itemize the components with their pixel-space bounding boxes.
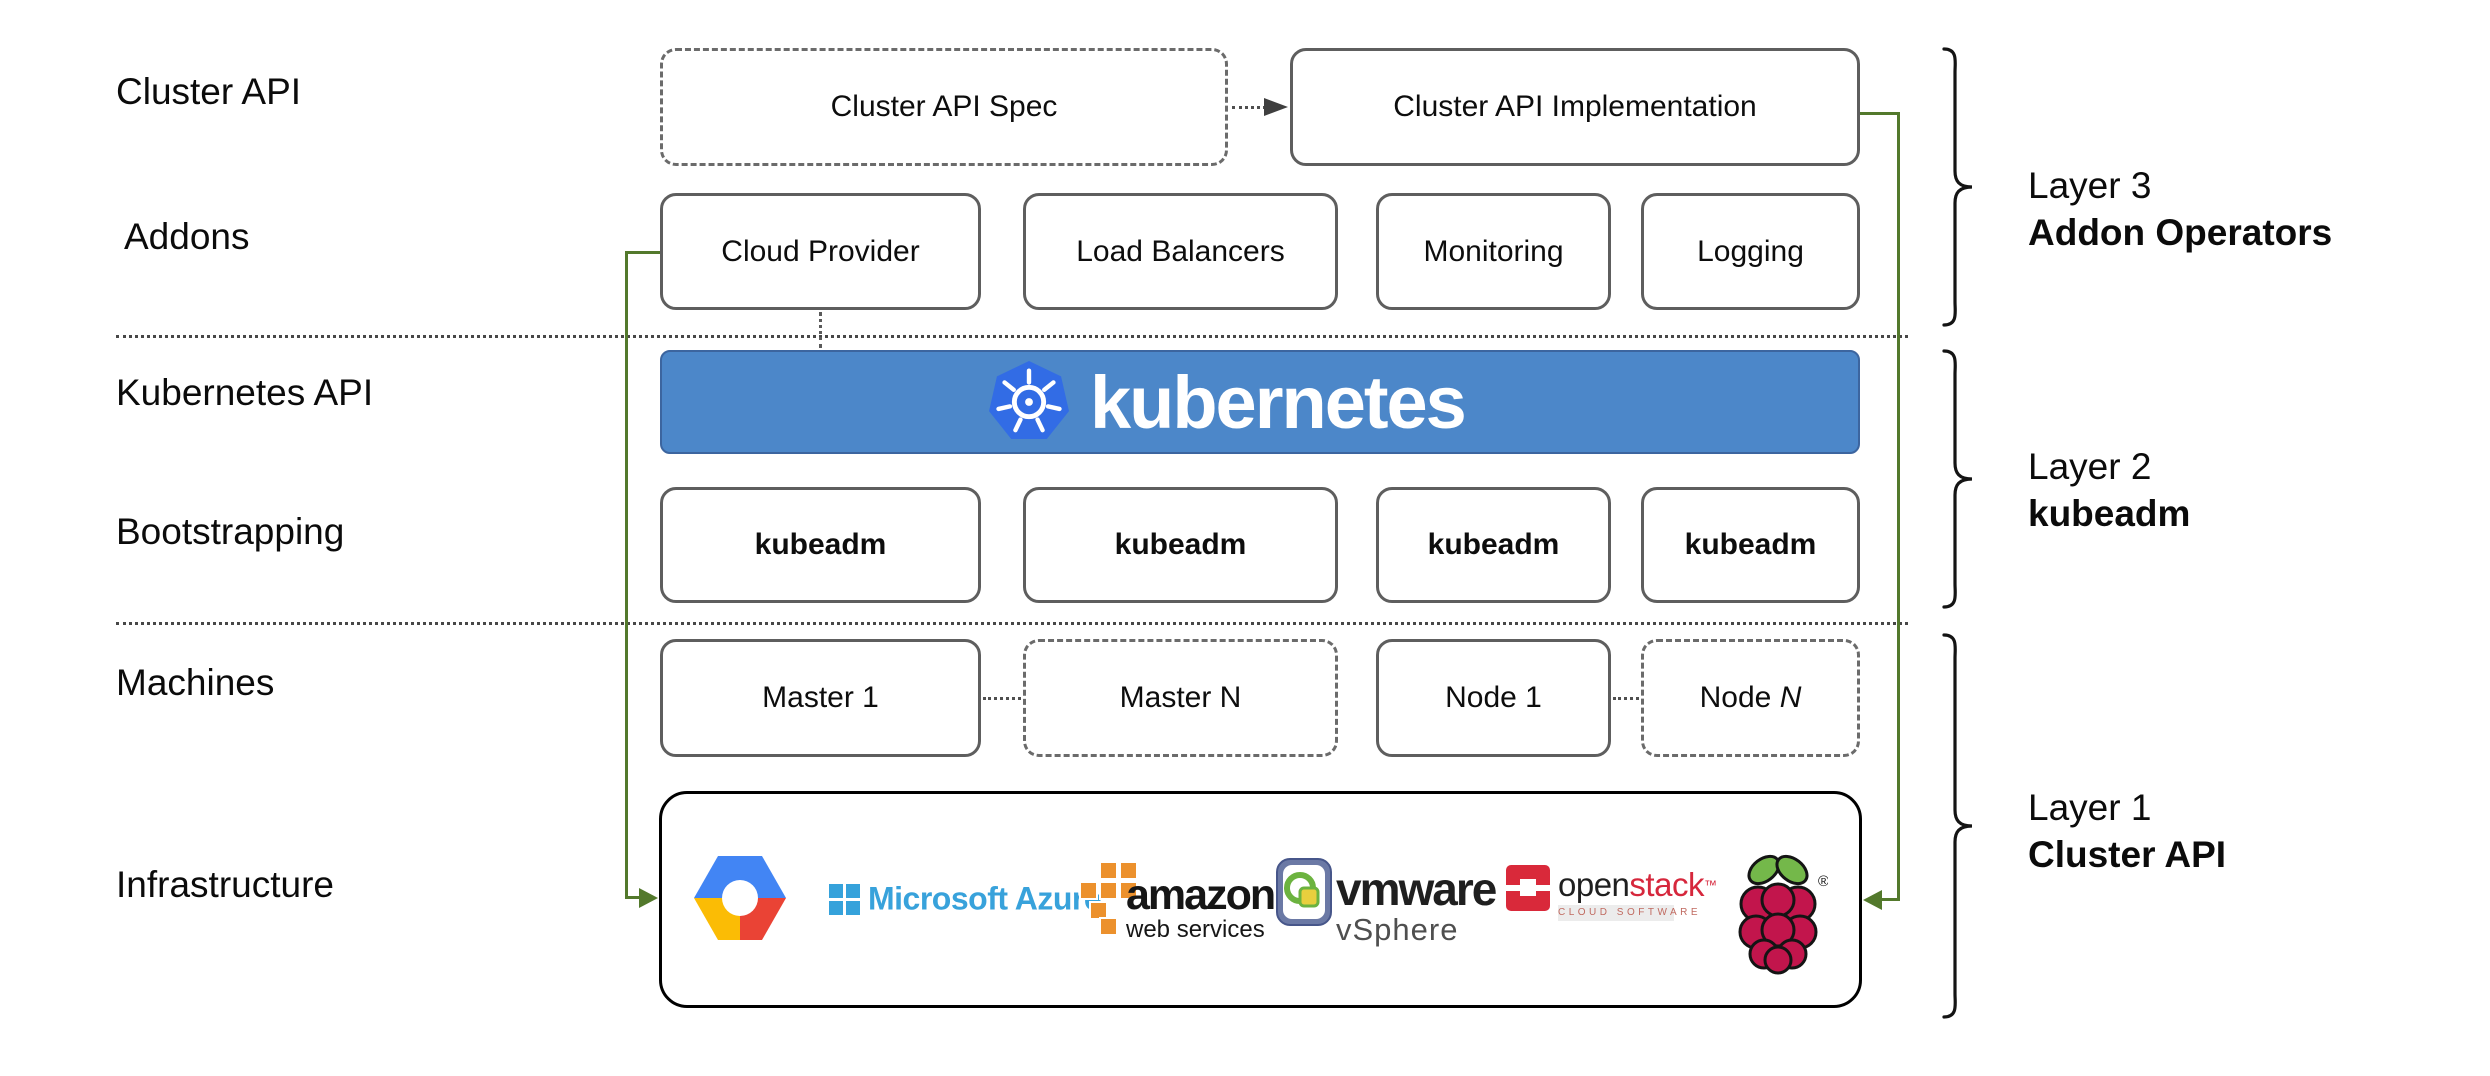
- layer-3-title: Layer 3: [2028, 165, 2152, 206]
- raspberry-registered-mark: ®: [1818, 873, 1828, 890]
- layer-3-brace: [1942, 47, 1973, 327]
- cluster-api-spec-box: Cluster API Spec: [660, 48, 1228, 166]
- openstack-stack-label: stack: [1629, 866, 1704, 903]
- web-services-label: web services: [1126, 916, 1265, 943]
- divider-layer2-layer1: [116, 622, 1908, 625]
- row-label-infrastructure: Infrastructure: [116, 864, 334, 905]
- kubeadm-box-1: kubeadm: [660, 487, 981, 603]
- vmware-vsphere-label: vmware vSphere: [1336, 863, 1497, 947]
- master-1-label: Master 1: [762, 681, 879, 714]
- vmware-vsphere-logo: [1276, 858, 1332, 926]
- kubeadm-label: kubeadm: [754, 528, 887, 561]
- cloud-provider-to-kubernetes-dotted-line: [819, 312, 822, 348]
- monitoring-label: Monitoring: [1423, 234, 1564, 268]
- master-n-label: Master N: [1119, 681, 1242, 714]
- row-label-cluster-api: Cluster API: [116, 71, 302, 112]
- raspberry-pi-logo: ®: [1738, 854, 1828, 975]
- kubeadm-label: kubeadm: [1684, 528, 1817, 561]
- layer-1-subtitle: Cluster API: [2028, 834, 2227, 875]
- vsphere-label: vSphere: [1336, 912, 1459, 947]
- layer-1-label: Layer 1 Cluster API: [2028, 784, 2226, 878]
- layer-1-brace: [1942, 633, 1973, 1019]
- cluster-api-implementation-label: Cluster API Implementation: [1393, 90, 1757, 123]
- node-n-label-suffix: N: [1779, 681, 1802, 714]
- green-line-left-top: [625, 251, 660, 254]
- node-1-label: Node 1: [1445, 681, 1542, 714]
- master-n-box: Master N: [1023, 639, 1338, 757]
- logging-label: Logging: [1697, 234, 1804, 268]
- row-label-bootstrapping: Bootstrapping: [116, 511, 345, 552]
- kubeadm-label: kubeadm: [1114, 528, 1247, 561]
- row-label-addons: Addons: [124, 216, 250, 257]
- load-balancers-box: Load Balancers: [1023, 193, 1338, 310]
- green-line-left-vertical: [625, 251, 628, 898]
- load-balancers-label: Load Balancers: [1076, 234, 1285, 268]
- layer-2-label: Layer 2 kubeadm: [2028, 443, 2190, 537]
- layer-2-subtitle: kubeadm: [2028, 493, 2191, 534]
- master1-to-masterN-dotted-line: [983, 697, 1021, 700]
- kubeadm-box-2: kubeadm: [1023, 487, 1338, 603]
- green-line-left-bottom: [625, 896, 643, 899]
- layer-2-brace: [1942, 349, 1973, 609]
- node-n-label-prefix: Node: [1699, 681, 1780, 714]
- layer-3-label: Layer 3 Addon Operators: [2028, 162, 2332, 256]
- openstack-cloud-software-label: CLOUD SOFTWARE: [1558, 905, 1698, 921]
- green-line-right-bottom: [1880, 898, 1900, 901]
- monitoring-box: Monitoring: [1376, 193, 1611, 310]
- cloud-provider-box: Cloud Provider: [660, 193, 981, 310]
- amazon-wordmark: amazon: [1126, 871, 1276, 919]
- row-label-machines: Machines: [116, 662, 275, 703]
- node-1-box: Node 1: [1376, 639, 1611, 757]
- amazon-web-services-logo: [1079, 862, 1138, 936]
- green-line-right-vertical: [1897, 112, 1900, 900]
- kubeadm-box-3: kubeadm: [1376, 487, 1611, 603]
- openstack-tm-mark: ™: [1703, 877, 1717, 893]
- layer-3-subtitle: Addon Operators: [2028, 212, 2333, 253]
- divider-layer3-layer2: [116, 335, 1908, 338]
- cluster-api-spec-label: Cluster API Spec: [830, 90, 1058, 123]
- node1-to-nodeN-dotted-line: [1613, 697, 1639, 700]
- openstack-open-label: open: [1558, 866, 1630, 903]
- kubeadm-box-4: kubeadm: [1641, 487, 1860, 603]
- openstack-label: openstack™ CLOUD SOFTWARE: [1558, 868, 1717, 921]
- kubeadm-label: kubeadm: [1427, 528, 1560, 561]
- kubernetes-banner: [660, 350, 1860, 454]
- amazon-web-services-label: amazon web services: [1126, 871, 1276, 943]
- vmware-wordmark: vmware: [1336, 863, 1497, 915]
- layer-2-title: Layer 2: [2028, 446, 2152, 487]
- master-1-box: Master 1: [660, 639, 981, 757]
- green-arrow-into-infrastructure-right-icon: [1863, 890, 1882, 910]
- node-n-box: Node N: [1641, 639, 1860, 757]
- logging-box: Logging: [1641, 193, 1860, 310]
- infrastructure-box: [659, 791, 1862, 1008]
- openstack-logo: [1502, 865, 1554, 911]
- microsoft-azure-logo: [829, 884, 860, 915]
- kubernetes-logo-icon: [989, 360, 1069, 439]
- spec-to-implementation-arrow-icon: [1264, 98, 1288, 116]
- layer-1-title: Layer 1: [2028, 787, 2152, 828]
- green-line-right-top: [1860, 112, 1900, 115]
- green-arrow-into-infrastructure-left-icon: [639, 888, 658, 908]
- kubernetes-wordmark: kubernetes: [1090, 360, 1467, 444]
- google-cloud-logo: [694, 856, 786, 940]
- cluster-api-implementation-box: Cluster API Implementation: [1290, 48, 1860, 166]
- cloud-provider-label: Cloud Provider: [721, 234, 920, 268]
- row-label-kubernetes-api: Kubernetes API: [116, 372, 374, 413]
- microsoft-azure-label: Microsoft Azure: [868, 880, 1102, 917]
- spec-to-implementation-dotted-line: [1232, 106, 1266, 109]
